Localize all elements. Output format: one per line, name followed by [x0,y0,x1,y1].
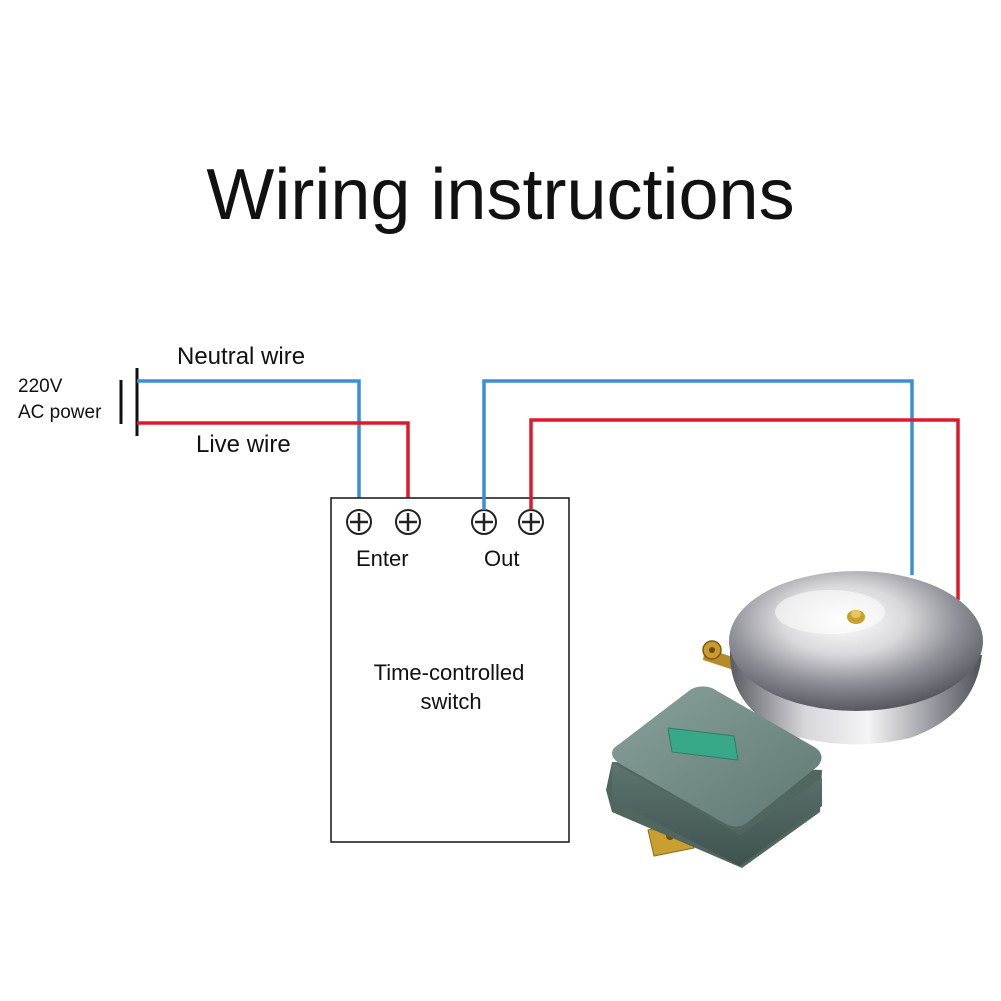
ac-power-symbol [119,368,139,436]
live-wire-output [529,418,960,600]
terminal-out-neutral [471,509,497,535]
time-controlled-switch-box [330,497,570,843]
switch-name-line2: switch [420,689,481,714]
live-wire-input [137,421,410,522]
bell-striker-box [606,686,822,868]
live-wire-label: Live wire [196,431,291,458]
neutral-wire-input [137,379,361,522]
terminal-enter-neutral [346,509,372,535]
terminal-enter-live [395,509,421,535]
terminal-out-live [518,509,544,535]
switch-name-line1: Time-controlled [374,660,525,685]
electric-bell [702,571,983,745]
power-type-label: AC power [18,402,102,423]
page-title: Wiring instructions [206,155,795,235]
enter-label: Enter [356,546,409,571]
power-voltage-label: 220V [18,376,63,397]
neutral-wire-label: Neutral wire [177,343,305,370]
neutral-wire-output [482,379,914,575]
bell-box-window [667,727,739,761]
bell-center-bolt [847,610,865,624]
out-label: Out [484,546,519,571]
